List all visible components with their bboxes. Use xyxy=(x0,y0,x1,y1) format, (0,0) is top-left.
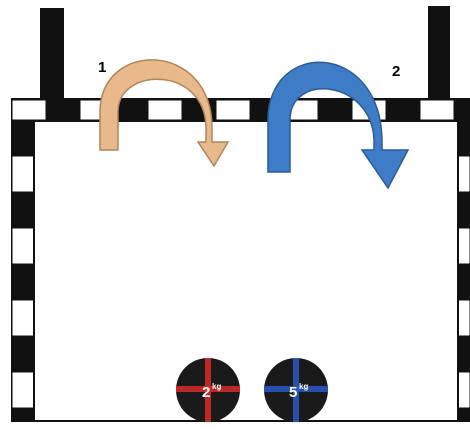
medicine-ball-5kg: 5 kg xyxy=(264,358,328,422)
frame-left-square xyxy=(12,408,34,421)
frame-top-square xyxy=(148,100,182,120)
frame-right-square xyxy=(458,372,470,408)
ball-2-unit: kg xyxy=(212,382,221,391)
frame-left-square xyxy=(12,300,34,336)
ball-5-value: 5 xyxy=(289,384,297,401)
frame-right-square xyxy=(458,228,470,264)
frame-top-square xyxy=(386,100,420,120)
arrow-2-label: 2 xyxy=(392,63,400,80)
frame-right-square xyxy=(458,300,470,336)
checkered-frame xyxy=(12,99,470,421)
frame-right-square xyxy=(458,192,470,228)
frame-left-square xyxy=(12,372,34,408)
frame-left-square xyxy=(12,192,34,228)
medicine-ball-2kg: 2 kg xyxy=(176,358,240,422)
frame-top-square xyxy=(46,100,80,120)
left-post xyxy=(40,8,64,100)
frame-right-square xyxy=(458,120,470,156)
frame-right-square xyxy=(458,156,470,192)
frame-left-square xyxy=(12,120,34,156)
frame-right-square xyxy=(458,264,470,300)
frame-left-square xyxy=(12,264,34,300)
right-post xyxy=(428,6,450,100)
frame-left-square xyxy=(12,336,34,372)
frame-top-square xyxy=(318,100,352,120)
arrow-1-label: 1 xyxy=(98,59,106,76)
ball-2-value: 2 xyxy=(202,384,210,401)
frame-right-square xyxy=(458,336,470,372)
frame-top-square xyxy=(454,100,470,120)
frame-top-square xyxy=(420,100,454,120)
frame-top-square xyxy=(12,100,46,120)
ball-5-unit: kg xyxy=(299,382,308,391)
frame-top-square xyxy=(216,100,250,120)
frame-left-square xyxy=(12,228,34,264)
frame-right-square xyxy=(458,408,470,421)
frame-left-square xyxy=(12,156,34,192)
